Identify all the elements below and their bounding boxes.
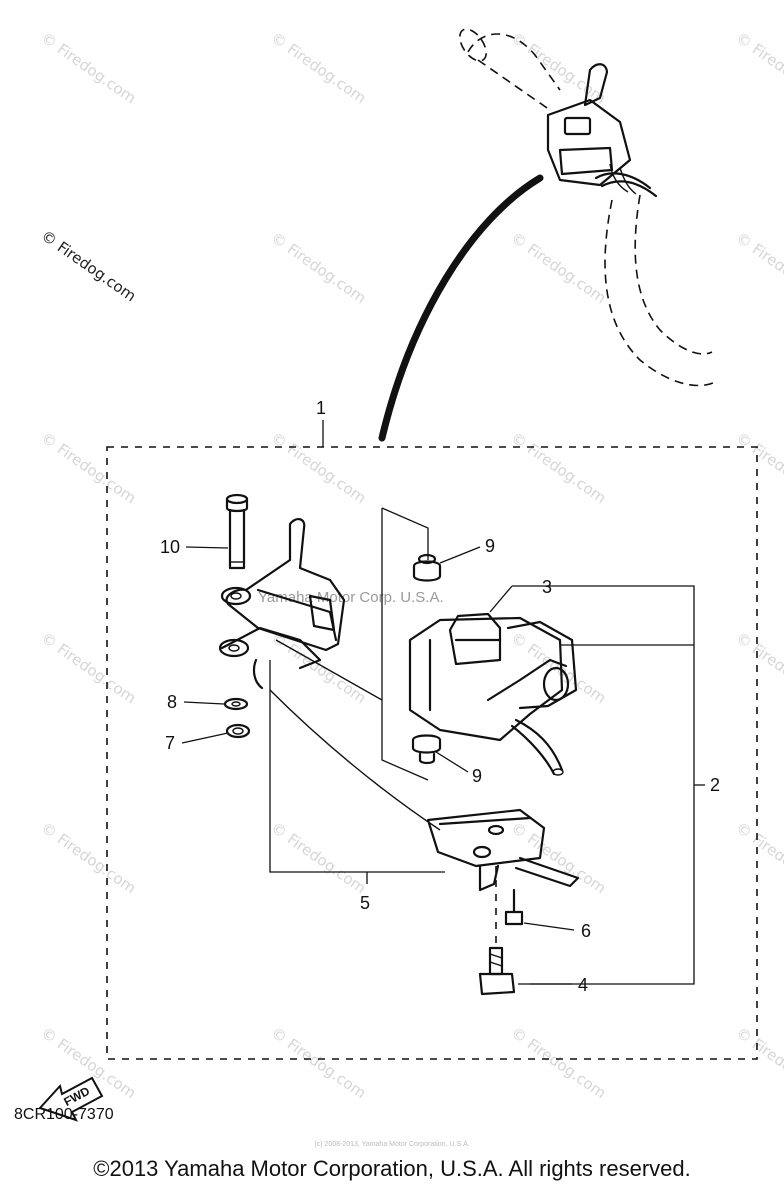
throttle-cable — [378, 174, 544, 442]
part-9-grommet-bottom — [411, 734, 442, 765]
copyright-notice: ©2013 Yamaha Motor Corporation, U.S.A. A… — [93, 1156, 691, 1181]
watermark: © Firedog.com — [38, 29, 140, 108]
watermark: © Firedog.com — [268, 429, 370, 508]
watermark: © Firedog.com — [38, 429, 140, 508]
diagram-code: 8CR100-7370 — [14, 1106, 114, 1123]
assembly-boundary — [106, 446, 758, 1060]
part-8-washer — [223, 697, 249, 711]
callout-9-bottom: 9 — [472, 766, 482, 786]
watermark: © Firedog.com — [38, 629, 140, 708]
callout-8: 8 — [167, 692, 177, 712]
watermark: © Firedog.com — [733, 229, 784, 308]
callout-10: 10 — [160, 537, 180, 557]
watermark: © Firedog.com — [268, 229, 370, 308]
callout-6: 6 — [581, 921, 591, 941]
callout-7: 7 — [165, 733, 175, 753]
watermark: © Firedog.com — [38, 819, 140, 898]
firedog-label: © Firedog.com — [38, 227, 140, 306]
callout-2: 2 — [710, 775, 720, 795]
callout-3: 3 — [542, 577, 552, 597]
part-10-pin — [225, 493, 249, 570]
watermark: © Firedog.com — [733, 1024, 784, 1103]
part-3-switch — [408, 612, 578, 776]
watermark-layer: © Firedog.com © Firedog.com © Firedog.co… — [38, 29, 784, 1148]
part-7-clip — [225, 723, 251, 739]
part-5-bracket — [426, 808, 580, 946]
watermark-center: Yamaha Motor Corp. U.S.A. — [258, 589, 444, 606]
watermark: © Firedog.com — [508, 1024, 610, 1103]
watermark: © Firedog.com — [268, 1024, 370, 1103]
watermark: © Firedog.com — [733, 29, 784, 108]
watermark: © Firedog.com — [733, 429, 784, 508]
bracket-lines — [269, 507, 705, 985]
watermark: © Firedog.com — [268, 819, 370, 898]
watermark: © Firedog.com — [733, 629, 784, 708]
watermark: © Firedog.com — [508, 229, 610, 308]
handlebar — [459, 28, 716, 387]
part-6-screw — [504, 888, 524, 926]
callout-1: 1 — [316, 398, 326, 418]
watermark: © Firedog.com — [508, 429, 610, 508]
watermark: © Firedog.com — [508, 29, 610, 108]
callout-9-top: 9 — [485, 536, 495, 556]
watermark: © Firedog.com — [268, 629, 370, 708]
part-5-lever — [218, 518, 441, 831]
callout-5: 5 — [360, 893, 370, 913]
watermark-footer-small: (c) 2008-2013, Yamaha Motor Corporation,… — [314, 1141, 469, 1148]
part-4-bolt — [478, 946, 516, 996]
part-9-grommet-top — [412, 553, 442, 582]
watermark: © Firedog.com — [733, 819, 784, 898]
fwd-arrow: FWD — [38, 1076, 104, 1122]
callout-4: 4 — [578, 975, 588, 995]
watermark: © Firedog.com — [268, 29, 370, 108]
